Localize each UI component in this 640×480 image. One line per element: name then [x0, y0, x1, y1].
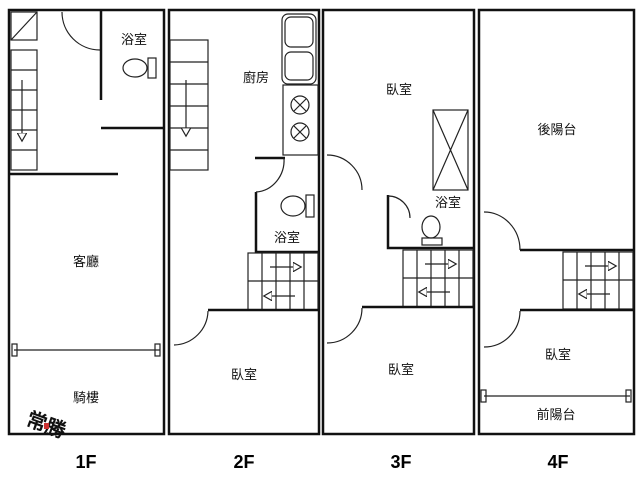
floor-label: 4F: [547, 452, 568, 472]
room-label: 臥室: [545, 347, 571, 363]
floor-1f: 浴室 客廳 騎樓 1F: [7, 8, 166, 472]
room-label: 浴室: [435, 195, 461, 211]
railing: [480, 389, 632, 403]
room-label: 後陽台: [537, 123, 576, 138]
room-label: 前陽台: [536, 407, 575, 423]
room-label: 客廳: [73, 254, 99, 270]
outer-wall: [321, 8, 476, 436]
toilet-icon: [280, 194, 315, 218]
toilet-icon: [122, 57, 157, 79]
floor-label: 1F: [75, 452, 96, 472]
door-arc: [61, 11, 101, 51]
door-arc: [326, 307, 363, 344]
door-arc: [255, 157, 285, 193]
room-label: 騎樓: [73, 391, 99, 406]
stove-icon: [282, 84, 319, 156]
railing: [11, 343, 161, 357]
window-icon: [432, 109, 469, 191]
logo: 常勝: [23, 407, 70, 444]
sink-icon: [281, 13, 317, 85]
door-arc: [483, 310, 521, 348]
door-arc: [173, 310, 209, 346]
floor-label: 3F: [390, 452, 411, 472]
floor-label: 2F: [233, 452, 254, 472]
room-label: 臥室: [386, 82, 412, 98]
room-label: 廚房: [243, 70, 269, 86]
bathroom-wall: [386, 195, 474, 250]
outer-wall: [7, 8, 166, 436]
staircase: [402, 249, 474, 308]
staircase: [247, 252, 319, 311]
outer-wall: [167, 8, 321, 436]
floor-3f: 臥室 浴室 臥室 3F: [321, 8, 476, 472]
staircase: [169, 39, 209, 171]
floor-2f: 廚房 浴室 臥室 2F: [167, 8, 321, 472]
outer-wall: [477, 8, 636, 436]
floor-4f: 後陽台 臥室 前陽台 4F: [477, 8, 636, 472]
room-label: 臥室: [231, 367, 257, 383]
bathroom-wall: [254, 156, 319, 254]
door-arc: [483, 211, 521, 251]
room-label: 浴室: [274, 230, 300, 246]
logo-seal: [44, 423, 49, 429]
staircase: [562, 251, 634, 310]
room-label: 臥室: [388, 362, 414, 378]
bathroom-wall: [99, 10, 164, 130]
door-arc: [387, 195, 411, 219]
toilet-icon: [421, 215, 443, 246]
door-arc: [326, 154, 363, 191]
staircase: [10, 11, 38, 171]
room-label: 浴室: [121, 32, 147, 48]
